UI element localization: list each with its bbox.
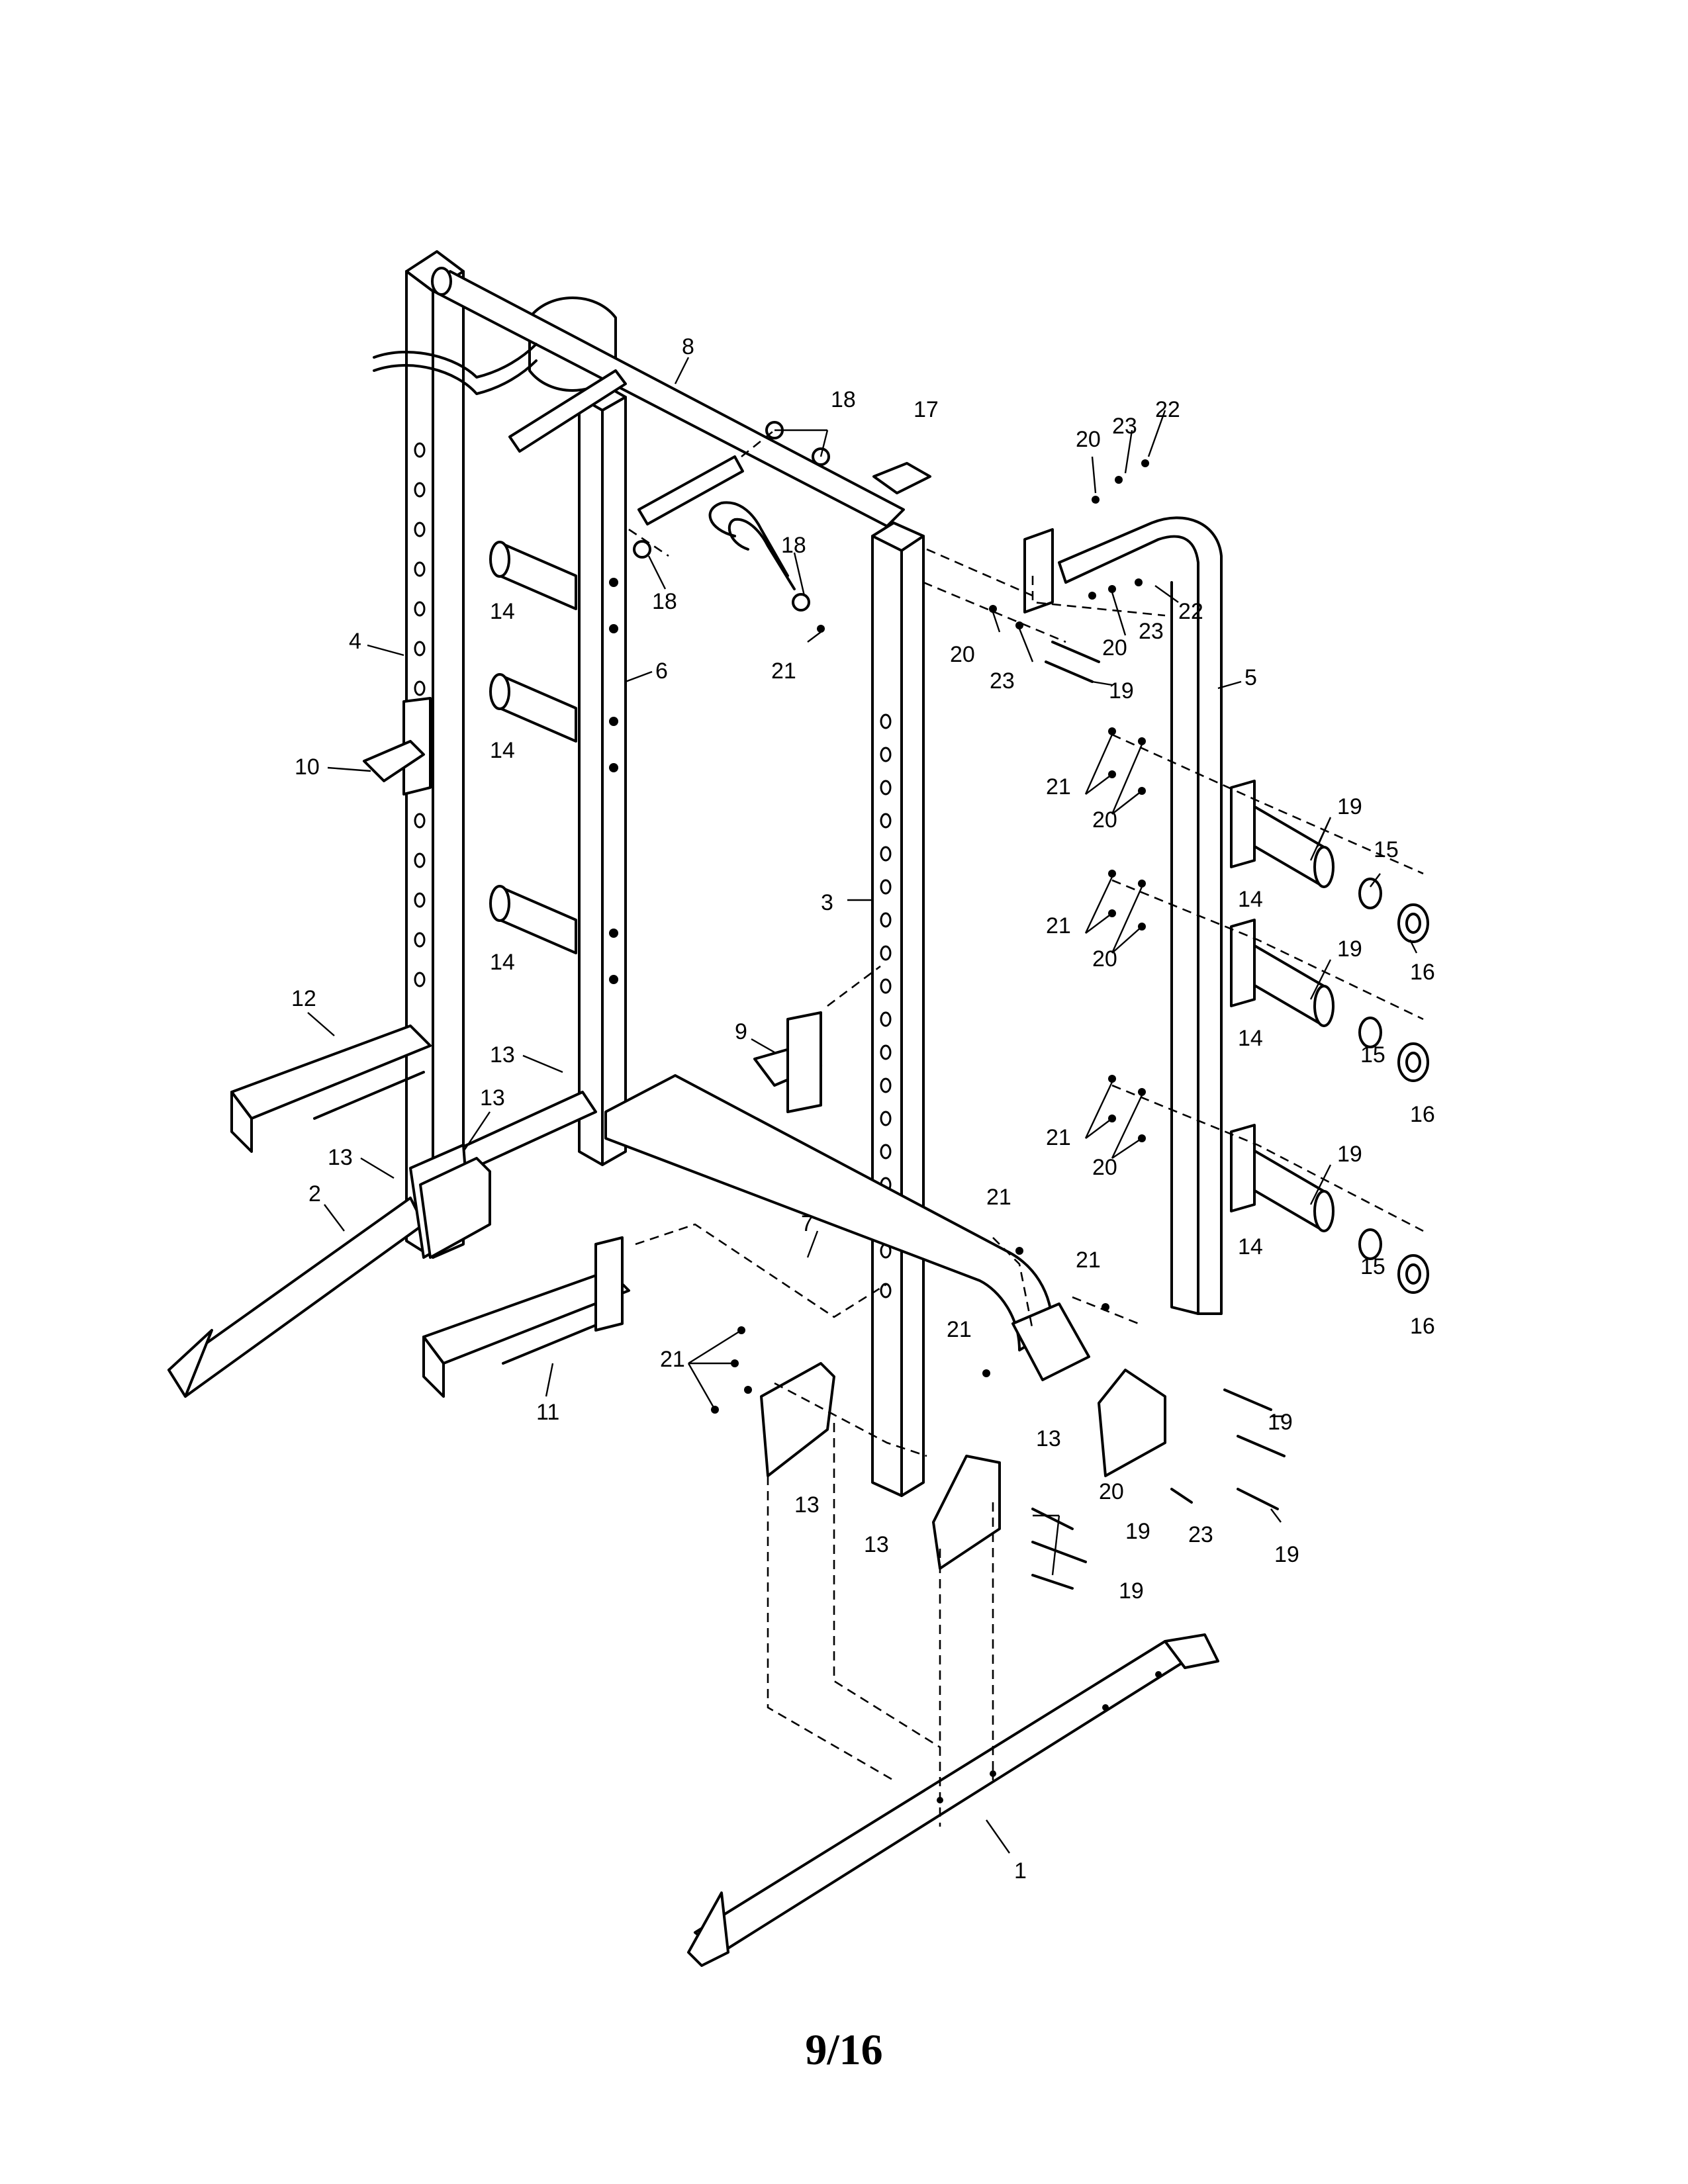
upright-3-holes [880, 713, 892, 1298]
assembly-lines [628, 429, 1424, 1827]
callout-19d: 19 [1337, 1142, 1362, 1167]
callout-14a: 14 [490, 599, 515, 624]
callout-18a: 18 [831, 387, 856, 412]
callout-9: 9 [735, 1019, 747, 1044]
callout-21f: 21 [1076, 1248, 1101, 1273]
callout-15b: 15 [1360, 1042, 1385, 1068]
callout-23b: 23 [990, 668, 1015, 694]
callout-13b: 13 [480, 1085, 505, 1111]
weight-horns-14-right [1230, 780, 1335, 1232]
safety-arm-12 [230, 1024, 432, 1153]
upright-6 [578, 383, 627, 1166]
callout-16b: 16 [1410, 1102, 1435, 1127]
washers-16 [1397, 903, 1429, 1294]
callout-19h: 19 [1119, 1578, 1144, 1604]
callout-11: 11 [536, 1400, 559, 1425]
callout-20c: 20 [1102, 635, 1127, 660]
callout-14d: 14 [1238, 887, 1263, 912]
callout-14e: 14 [1238, 1026, 1263, 1051]
upright-4-holes [414, 442, 426, 987]
callout-15a: 15 [1374, 837, 1399, 862]
callout-23a: 23 [1112, 414, 1137, 439]
callout-20e: 20 [1092, 946, 1117, 972]
safety-arm-11 [422, 1236, 630, 1398]
callout-12: 12 [291, 986, 316, 1011]
callout-19g: 19 [1274, 1542, 1299, 1567]
callout-19b: 19 [1337, 794, 1362, 819]
callout-13a: 13 [490, 1042, 515, 1068]
brackets-13 [419, 1157, 1166, 1570]
callout-21c: 21 [1046, 913, 1071, 938]
callout-13e: 13 [864, 1532, 889, 1557]
callout-21b: 21 [1046, 774, 1071, 799]
callout-21d: 21 [1046, 1125, 1071, 1150]
callout-21a: 21 [771, 659, 796, 684]
callout-21h: 21 [660, 1347, 685, 1372]
base-1 [687, 1633, 1219, 1967]
callout-14c: 14 [490, 950, 515, 975]
callout-22a: 22 [1155, 397, 1180, 422]
upright-3 [871, 522, 925, 1497]
callout-10: 10 [295, 754, 320, 780]
support-7 [604, 1074, 1090, 1381]
upright-5 [1023, 516, 1223, 1315]
callout-19a: 19 [1109, 678, 1134, 704]
callout-18b: 18 [781, 533, 806, 558]
j-hook-10 [363, 697, 432, 796]
callout-16a: 16 [1410, 960, 1435, 985]
callout-19c: 19 [1337, 936, 1362, 962]
callout-labels: 1 2 3 4 5 6 7 8 9 10 11 12 13 13 13 13 1… [291, 334, 1435, 1884]
callout-7: 7 [801, 1211, 814, 1236]
callout-23c: 23 [1139, 619, 1164, 644]
callout-20b: 20 [950, 642, 975, 667]
callout-2: 2 [308, 1181, 321, 1206]
callout-8: 8 [682, 334, 694, 359]
callout-19f: 19 [1125, 1519, 1150, 1544]
callout-20g: 20 [1099, 1479, 1124, 1504]
callout-15c: 15 [1360, 1254, 1385, 1279]
j-hook-9 [753, 1011, 822, 1113]
collars-15 [1358, 878, 1382, 1260]
callout-18c: 18 [652, 589, 677, 614]
page-number: 9/16 [805, 2026, 883, 2074]
callout-3: 3 [821, 890, 833, 915]
callout-20a: 20 [1076, 427, 1101, 452]
callout-13d: 13 [794, 1492, 820, 1518]
callout-20f: 20 [1092, 1155, 1117, 1180]
callout-6: 6 [655, 659, 668, 684]
callout-17: 17 [914, 397, 939, 422]
callout-5: 5 [1244, 665, 1257, 690]
callout-23d: 23 [1188, 1522, 1213, 1547]
callout-13c: 13 [328, 1145, 353, 1170]
weight-horns-14-left [489, 541, 577, 954]
callout-22b: 22 [1178, 599, 1203, 624]
callout-13f: 13 [1036, 1426, 1061, 1451]
callout-19e: 19 [1268, 1410, 1293, 1435]
hardware [633, 421, 1286, 1590]
top-tube-8 [373, 267, 905, 590]
callout-21e: 21 [986, 1185, 1011, 1210]
callout-14f: 14 [1238, 1234, 1263, 1259]
callout-21g: 21 [947, 1317, 972, 1342]
callout-4: 4 [349, 629, 361, 654]
callout-14b: 14 [490, 738, 515, 763]
callout-16c: 16 [1410, 1314, 1435, 1339]
callout-1: 1 [1014, 1858, 1027, 1884]
callout-20d: 20 [1092, 807, 1117, 833]
leader-lines [307, 357, 1418, 1854]
end-cap-17 [872, 462, 931, 494]
